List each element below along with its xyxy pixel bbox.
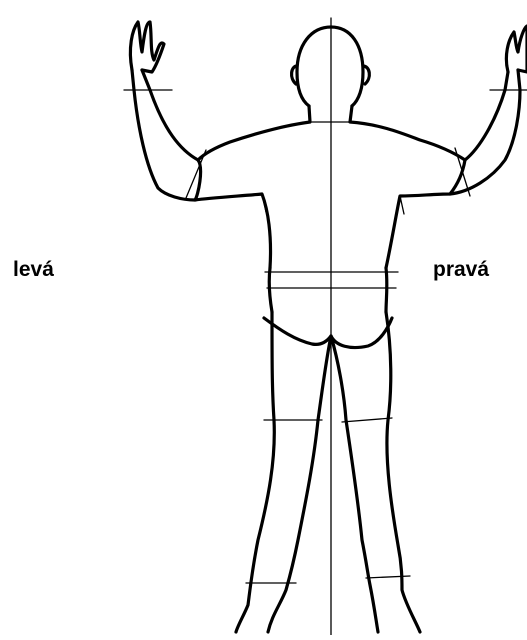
right-ankle-marker [366,576,410,578]
waist-outline [269,268,387,312]
right-hand [506,26,527,72]
head-outline [297,27,363,106]
right-thigh-marker [342,418,392,422]
left-leg-outline [236,312,331,632]
torso-outline-right [350,106,465,268]
right-side-label: pravá [433,259,489,280]
left-side-label: levá [13,259,54,280]
right-leg-outline [331,312,420,632]
torso-outline-left [195,106,310,268]
left-hand [130,22,164,72]
right-elbow-marker [455,148,470,196]
right-armpit-marker [400,196,404,214]
